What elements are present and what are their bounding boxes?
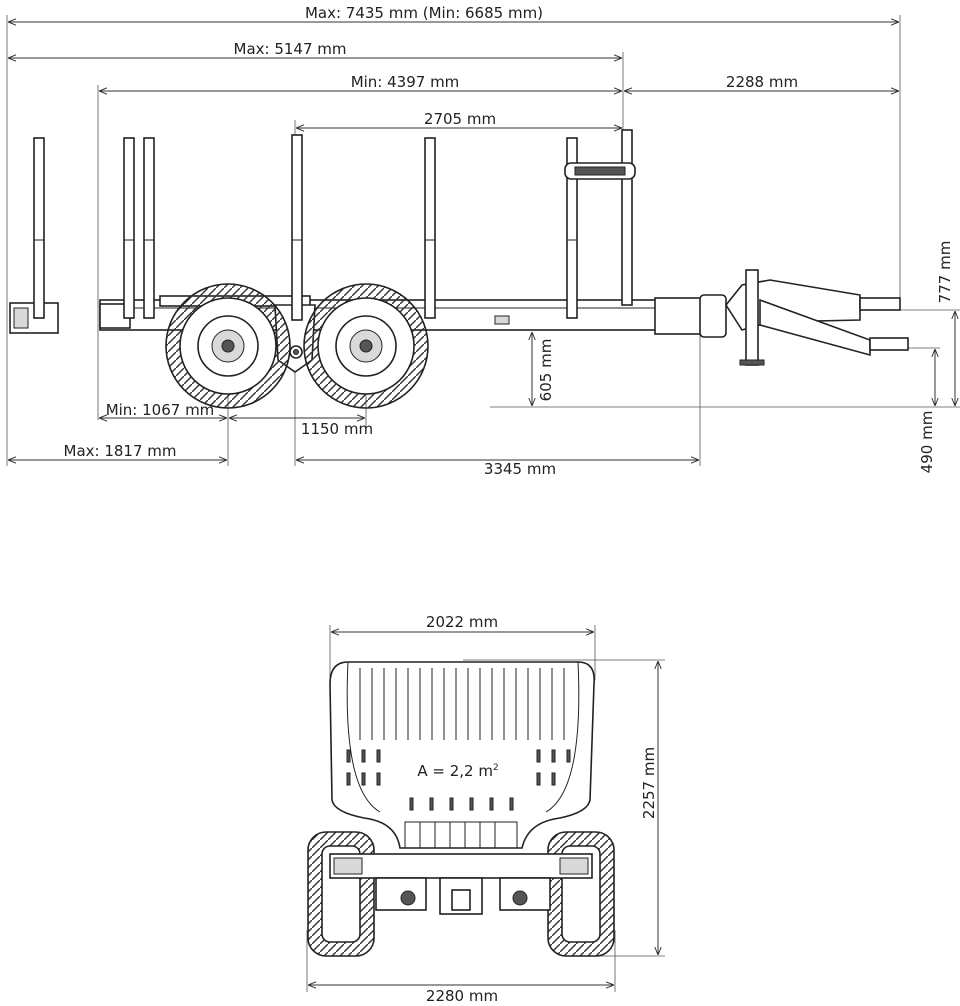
area-label: A = 2,2 m2 <box>417 762 498 780</box>
max-rear-overhang-label: Max: 1817 mm <box>64 442 177 460</box>
rear-extension-lines <box>306 625 665 992</box>
left-rear-tyre <box>307 831 375 957</box>
wheelbase-to-hitch-label: 3345 mm <box>484 460 556 478</box>
min-bunk-length-label: Min: 4397 mm <box>351 73 460 91</box>
rear-wheel <box>165 283 291 409</box>
rear-view: A = 2,2 m2 20 <box>306 613 665 1005</box>
side-dimensions <box>8 22 955 460</box>
overall-height-label: 2257 mm <box>640 747 658 819</box>
bolster-spacing-label: 2705 mm <box>424 110 496 128</box>
overall-length-label: Max: 7435 mm (Min: 6685 mm) <box>305 4 543 22</box>
bunk-slats <box>359 668 565 740</box>
rear-axle <box>329 853 593 915</box>
bunk-width-label: 2022 mm <box>426 613 498 631</box>
rear-dimension-labels: 2022 mm 2257 mm 2280 mm <box>426 613 658 1005</box>
drawbar-height-label: 777 mm <box>936 241 954 304</box>
load-bunk <box>329 661 595 849</box>
stanchions <box>33 129 636 321</box>
min-rear-overhang-label: Min: 1067 mm <box>106 401 215 419</box>
bunk-slots <box>346 749 571 811</box>
right-rear-tyre <box>547 831 615 957</box>
side-view: Max: 7435 mm (Min: 6685 mm) Max: 5147 mm… <box>6 4 960 478</box>
side-dimension-labels: Max: 7435 mm (Min: 6685 mm) Max: 5147 mm… <box>64 4 955 478</box>
drawbar-length-label: 2288 mm <box>726 73 798 91</box>
hitch-height-label: 490 mm <box>918 411 936 474</box>
overall-width-label: 2280 mm <box>426 987 498 1005</box>
frame-height-label: 605 mm <box>537 339 555 402</box>
front-wheel <box>303 283 429 409</box>
rear-dimensions <box>308 632 658 985</box>
max-bunk-length-label: Max: 5147 mm <box>234 40 347 58</box>
drawbar <box>654 269 909 366</box>
axle-spacing-label: 1150 mm <box>301 420 373 438</box>
